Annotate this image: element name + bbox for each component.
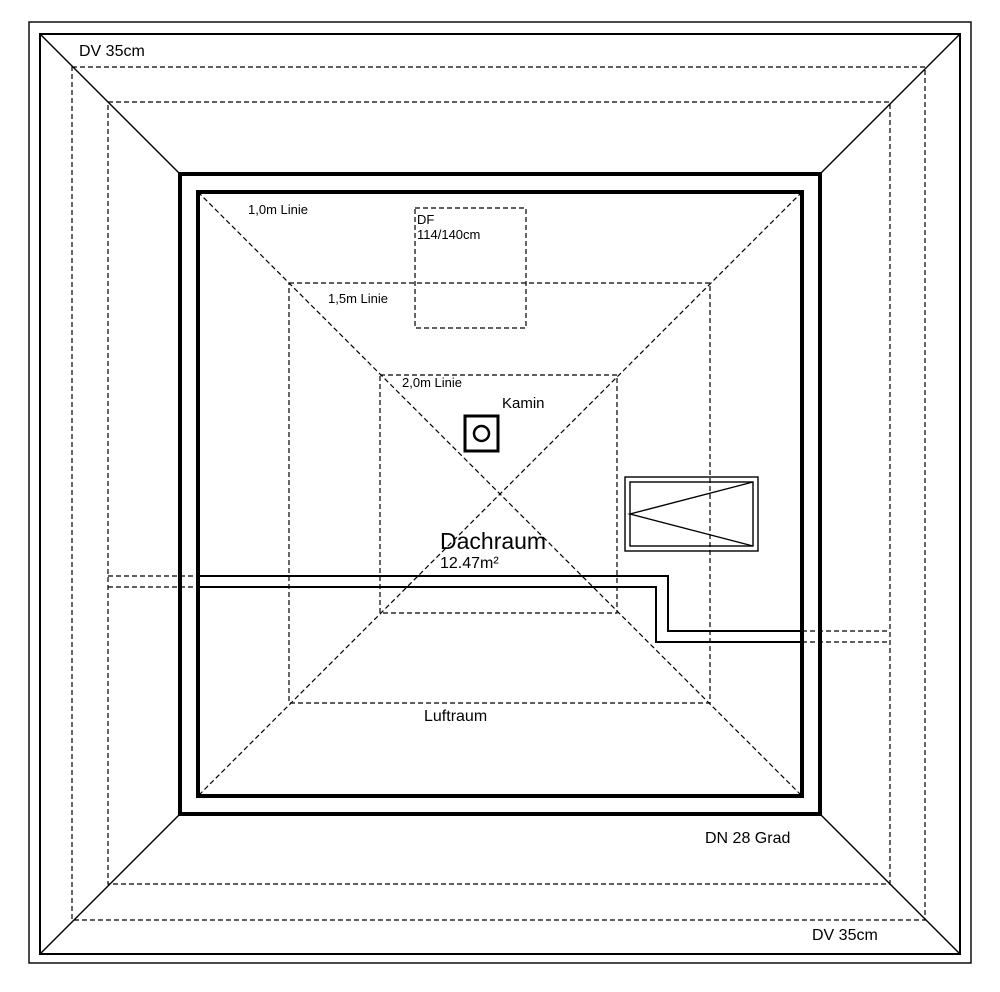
hip-line-top-right	[819, 33, 961, 175]
stepped-wall-lower	[198, 586, 802, 643]
hip-line-top-left	[39, 33, 181, 175]
hip-line-bottom-left	[39, 813, 181, 955]
label-df-size: 114/140cm	[417, 227, 480, 242]
overhang-line-inner	[107, 101, 891, 885]
wall-inner	[196, 190, 804, 798]
overhang-line-outer	[71, 66, 926, 921]
label-luftraum: Luftraum	[424, 708, 487, 725]
label-room-name: Dachraum	[440, 528, 546, 554]
label-roof-pitch: DN 28 Grad	[705, 830, 790, 847]
wall-outer	[178, 172, 822, 816]
roof-outline	[39, 33, 961, 955]
label-df-title: DF	[417, 212, 434, 227]
hip-line-inner-diagonal-2	[197, 191, 803, 797]
label-line-1-0m: 1,0m Linie	[248, 202, 308, 217]
height-line-1-5m	[288, 282, 711, 704]
label-dv-top: DV 35cm	[79, 43, 145, 60]
chimney-flue-icon	[472, 424, 491, 443]
label-line-2-0m: 2,0m Linie	[402, 375, 462, 390]
label-dv-bottom: DV 35cm	[812, 927, 878, 944]
window-opening-marker	[627, 481, 754, 547]
outer-frame	[28, 21, 972, 964]
label-room-area: 12.47m²	[440, 555, 499, 572]
label-kamin: Kamin	[502, 395, 545, 412]
window-symbol-outer	[624, 476, 759, 552]
roof-window-df	[414, 207, 527, 329]
chimney-box	[463, 414, 500, 453]
height-line-2-0m	[379, 374, 618, 614]
hip-line-bottom-right	[819, 813, 961, 955]
stepped-wall-upper	[198, 575, 802, 632]
window-symbol-inner	[629, 481, 754, 547]
label-line-1-5m: 1,5m Linie	[328, 291, 388, 306]
